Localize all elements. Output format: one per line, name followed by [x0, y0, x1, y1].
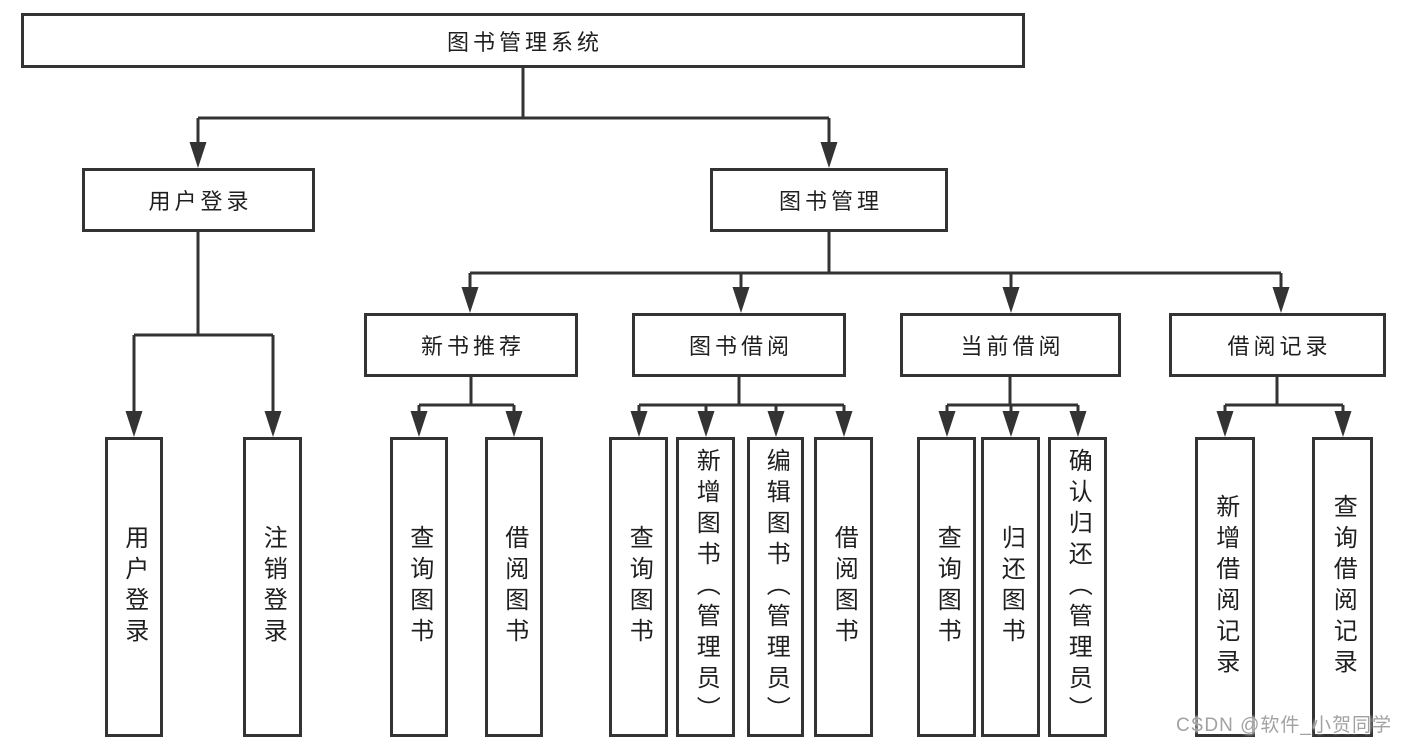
node-label: 当前借阅 — [960, 334, 1065, 359]
node-label: 新增图书（管理员） — [692, 447, 720, 727]
node-label: 编辑图书（管理员） — [762, 447, 790, 727]
node-label: 归还图书 — [997, 525, 1025, 649]
watermark-text: CSDN @软件_小贺同学 — [1176, 715, 1392, 736]
node-label: 图书管理系统 — [446, 29, 603, 55]
node-label: 图书管理 — [778, 189, 883, 214]
node-label: 借阅图书 — [500, 525, 528, 649]
node-label: 查询图书 — [405, 525, 433, 649]
node-new-book-recommendation: 新书推荐 — [364, 313, 578, 377]
leaf-query-borrow-record: 查询借阅记录 — [1312, 437, 1373, 737]
leaf-query-books-borrowing: 查询图书 — [609, 437, 668, 737]
node-label: 图书借阅 — [688, 334, 793, 359]
leaf-add-borrow-record: 新增借阅记录 — [1195, 437, 1255, 737]
node-book-borrowing: 图书借阅 — [632, 313, 846, 377]
leaf-add-books-admin: 新增图书（管理员） — [676, 437, 735, 737]
leaf-borrow-books-recommend: 借阅图书 — [485, 437, 543, 737]
node-label: 用户登录 — [148, 189, 253, 214]
node-label: 新书推荐 — [420, 334, 525, 359]
node-label: 查询图书 — [625, 525, 653, 649]
node-library-management-system: 图书管理系统 — [21, 13, 1025, 68]
leaf-user-login: 用户登录 — [105, 437, 163, 737]
node-current-borrowing: 当前借阅 — [900, 313, 1121, 377]
node-label: 注销登录 — [259, 525, 287, 649]
leaf-logout-login: 注销登录 — [243, 437, 302, 737]
node-label: 查询图书 — [933, 525, 961, 649]
node-label: 借阅记录 — [1227, 334, 1332, 359]
leaf-edit-books-admin: 编辑图书（管理员） — [747, 437, 804, 737]
node-label: 新增借阅记录 — [1211, 494, 1239, 680]
leaf-borrow-books-borrowing: 借阅图书 — [814, 437, 873, 737]
leaf-query-books-current: 查询图书 — [917, 437, 976, 737]
node-book-management: 图书管理 — [710, 168, 948, 232]
node-borrowing-records: 借阅记录 — [1169, 313, 1386, 377]
node-label: 确认归还（管理员） — [1064, 447, 1092, 727]
node-user-login: 用户登录 — [82, 168, 315, 232]
leaf-confirm-return-admin: 确认归还（管理员） — [1048, 437, 1107, 737]
node-label: 用户登录 — [120, 525, 148, 649]
leaf-return-books: 归还图书 — [981, 437, 1040, 737]
leaf-query-books-recommend: 查询图书 — [390, 437, 448, 737]
node-label: 查询借阅记录 — [1329, 494, 1357, 680]
node-label: 借阅图书 — [830, 525, 858, 649]
